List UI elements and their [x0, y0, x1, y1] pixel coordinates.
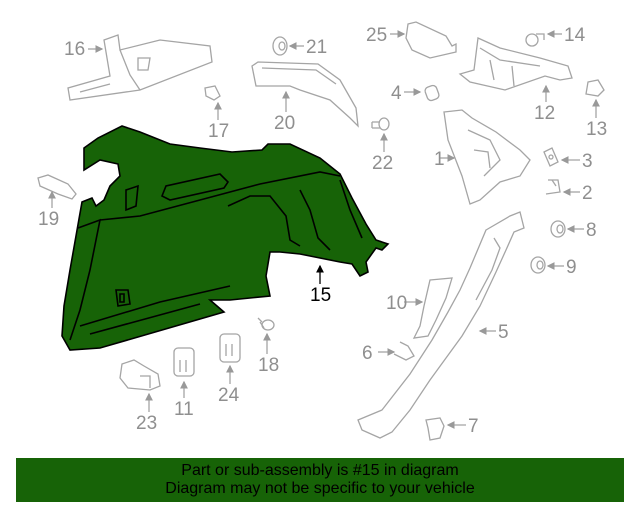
part-20-trim[interactable]	[251, 61, 359, 128]
callout-12[interactable]: 12	[534, 103, 556, 124]
callout-6[interactable]: 6	[362, 343, 373, 364]
part-4-clip[interactable]	[404, 84, 440, 102]
callout-22[interactable]: 22	[372, 153, 394, 174]
part-11-connector[interactable]	[173, 347, 195, 398]
part-2-bracket[interactable]	[545, 179, 580, 196]
part-16-bracket[interactable]	[67, 34, 213, 101]
part-13-clip[interactable]	[585, 79, 605, 118]
callout-19[interactable]: 19	[38, 209, 60, 230]
part-1-quarter-inner[interactable]	[440, 109, 531, 205]
callout-17[interactable]: 17	[208, 121, 230, 142]
callout-8[interactable]: 8	[586, 220, 597, 241]
part-3-nut[interactable]	[543, 147, 580, 167]
callout-2[interactable]: 2	[582, 183, 593, 204]
part-19-handle[interactable]	[37, 174, 77, 208]
callout-3[interactable]: 3	[582, 151, 593, 172]
part-15-quarter-trim-panel[interactable]	[61, 125, 390, 351]
callout-10[interactable]: 10	[386, 293, 408, 314]
callout-21[interactable]: 21	[306, 37, 328, 58]
part-14-screw[interactable]	[525, 30, 562, 47]
part-25-bracket[interactable]	[390, 21, 457, 59]
callout-1[interactable]: 1	[434, 149, 445, 170]
part-17-clip[interactable]	[204, 85, 222, 120]
callout-7[interactable]: 7	[468, 416, 479, 437]
callout-9[interactable]: 9	[566, 257, 577, 278]
callout-11[interactable]: 11	[174, 399, 194, 420]
callout-23[interactable]: 23	[136, 413, 158, 434]
callout-14[interactable]: 14	[564, 25, 586, 46]
part-24-connector[interactable]	[219, 333, 241, 384]
part-9-grommet[interactable]	[530, 256, 564, 274]
part-10-trim-piece[interactable]	[404, 277, 453, 339]
info-banner: Part or sub-assembly is #15 in diagram D…	[16, 458, 624, 502]
part-23-connector[interactable]	[119, 359, 161, 412]
part-21-grommet[interactable]	[272, 36, 304, 56]
callout-13[interactable]: 13	[586, 119, 608, 140]
part-8-grommet[interactable]	[550, 220, 584, 238]
part-18-pin[interactable]	[257, 317, 275, 354]
part-5-pillar-trim[interactable]	[357, 211, 525, 439]
callout-4[interactable]: 4	[391, 83, 402, 104]
part-6-clip[interactable]	[378, 341, 415, 361]
callout-15[interactable]: 15	[310, 285, 332, 306]
banner-line-part: Part or sub-assembly is #15 in diagram	[181, 462, 459, 479]
callout-5[interactable]: 5	[498, 322, 509, 343]
parts-diagram	[37, 21, 605, 441]
banner-line-disclaimer: Diagram may not be specific to your vehi…	[165, 480, 475, 497]
callout-16[interactable]: 16	[64, 39, 86, 60]
part-12-panel[interactable]	[458, 37, 573, 102]
callout-24[interactable]: 24	[218, 385, 240, 406]
callout-18[interactable]: 18	[258, 355, 280, 376]
part-22-pin[interactable]	[371, 117, 390, 152]
callout-25[interactable]: 25	[366, 25, 388, 46]
part-7-clip[interactable]	[425, 417, 466, 441]
callout-20[interactable]: 20	[274, 113, 296, 134]
